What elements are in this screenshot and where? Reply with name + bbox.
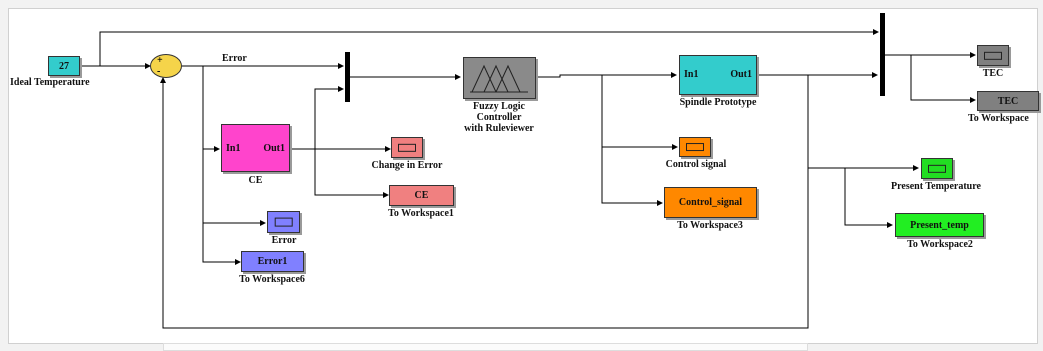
ideal-temperature-constant[interactable]: 27: [48, 56, 80, 76]
present-temperature-label: Present Temperature: [891, 181, 981, 192]
sum-plus-sign: +: [157, 55, 163, 66]
ce-out-port: Out1: [263, 143, 285, 154]
tec-workspace-var: TEC: [997, 95, 1019, 107]
scope-screen-icon: [984, 51, 1002, 60]
ideal-temperature-label: Ideal Temperature: [10, 77, 90, 88]
control-workspace-label: To Workspace3: [677, 220, 743, 231]
control-workspace-var: Control_signal: [678, 197, 743, 208]
tec-scope[interactable]: [977, 45, 1009, 66]
ce-subsystem-block[interactable]: In1 Out1: [221, 124, 290, 172]
present-temp-to-workspace-block[interactable]: Present_temp: [895, 213, 984, 237]
scope-screen-icon: [398, 143, 416, 152]
error-scope[interactable]: [267, 211, 300, 233]
fuzzy-logic-controller-block[interactable]: [463, 57, 536, 99]
present-temperature-scope[interactable]: [921, 158, 953, 179]
wire-to-tec-ws: [885, 54, 976, 103]
control-signal-scope[interactable]: [679, 137, 711, 157]
present-workspace-var: Present_temp: [910, 219, 969, 231]
sum-block[interactable]: [150, 54, 182, 78]
error-to-workspace-block[interactable]: Error1: [241, 251, 304, 272]
wire-fuzzy-to-spindle: [536, 72, 677, 78]
wire-ref-to-mux3: [99, 29, 879, 66]
mux-block-1[interactable]: [345, 52, 350, 102]
wire-to-present-ws: [808, 167, 893, 228]
ce-in-port: In1: [226, 143, 241, 154]
wire-control-branch: [601, 75, 663, 206]
error-workspace-var: Error1: [257, 256, 288, 267]
error-scope-label: Error: [271, 235, 297, 246]
error-workspace-label: To Workspace6: [239, 274, 305, 285]
present-workspace-label: To Workspace2: [907, 239, 973, 250]
spindle-prototype-label: Spindle Prototype: [679, 97, 757, 108]
constant-value: 27: [59, 60, 69, 72]
fuzzy-logic-label: Fuzzy Logic Controller with Ruleviewer: [449, 101, 549, 134]
ce-to-workspace-block[interactable]: CE: [389, 185, 454, 206]
bottom-scroll-strip: [163, 343, 808, 351]
fuzzy-label-line3: with Ruleviewer: [464, 123, 534, 134]
wire-feedback: [160, 75, 809, 329]
wire-ce-to-mux1: [314, 86, 344, 149]
tec-workspace-label: To Workspace: [968, 113, 1029, 124]
fuzzy-label-line2: Controller: [476, 112, 522, 123]
ce-subsystem-label: CE: [248, 175, 263, 186]
scope-screen-icon: [928, 164, 946, 173]
control-signal-label: Control signal: [665, 159, 727, 170]
spindle-in-port: In1: [684, 69, 699, 80]
scope-screen-icon: [686, 143, 704, 151]
change-in-error-scope[interactable]: [391, 137, 423, 158]
ce-workspace-var: CE: [414, 190, 429, 201]
wire-error-branch: [202, 66, 241, 265]
membership-functions-icon: [470, 64, 528, 93]
mux-block-2[interactable]: [880, 13, 885, 96]
sum-minus-sign: -: [157, 66, 161, 77]
tec-to-workspace-block[interactable]: TEC: [977, 91, 1039, 111]
scope-screen-icon: [274, 217, 293, 227]
fuzzy-label-line1: Fuzzy Logic: [473, 101, 525, 112]
control-signal-to-workspace-block[interactable]: Control_signal: [664, 187, 757, 218]
tec-scope-label: TEC: [982, 68, 1004, 79]
wire-ce-to-ws1: [314, 149, 389, 198]
spindle-prototype-block[interactable]: In1 Out1: [679, 55, 757, 95]
error-signal-label: Error: [222, 53, 247, 64]
ce-workspace-label: To Workspace1: [388, 208, 454, 219]
spindle-out-port: Out1: [730, 69, 752, 80]
change-in-error-label: Change in Error: [371, 160, 443, 171]
